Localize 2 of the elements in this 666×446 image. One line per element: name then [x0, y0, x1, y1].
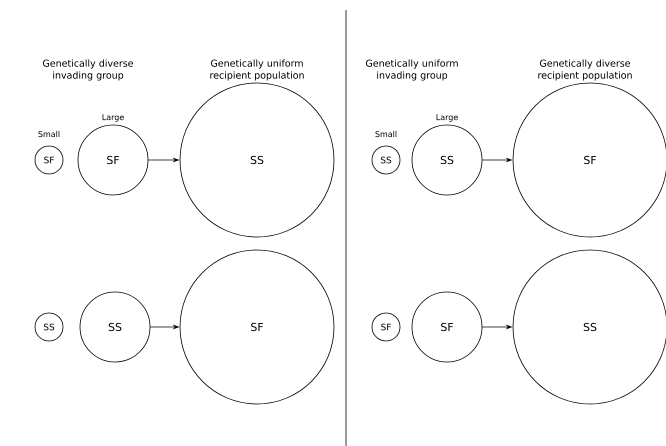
column-heading: Genetically uniform invading group — [366, 59, 458, 81]
column-heading: Genetically diverse invading group — [43, 59, 134, 81]
